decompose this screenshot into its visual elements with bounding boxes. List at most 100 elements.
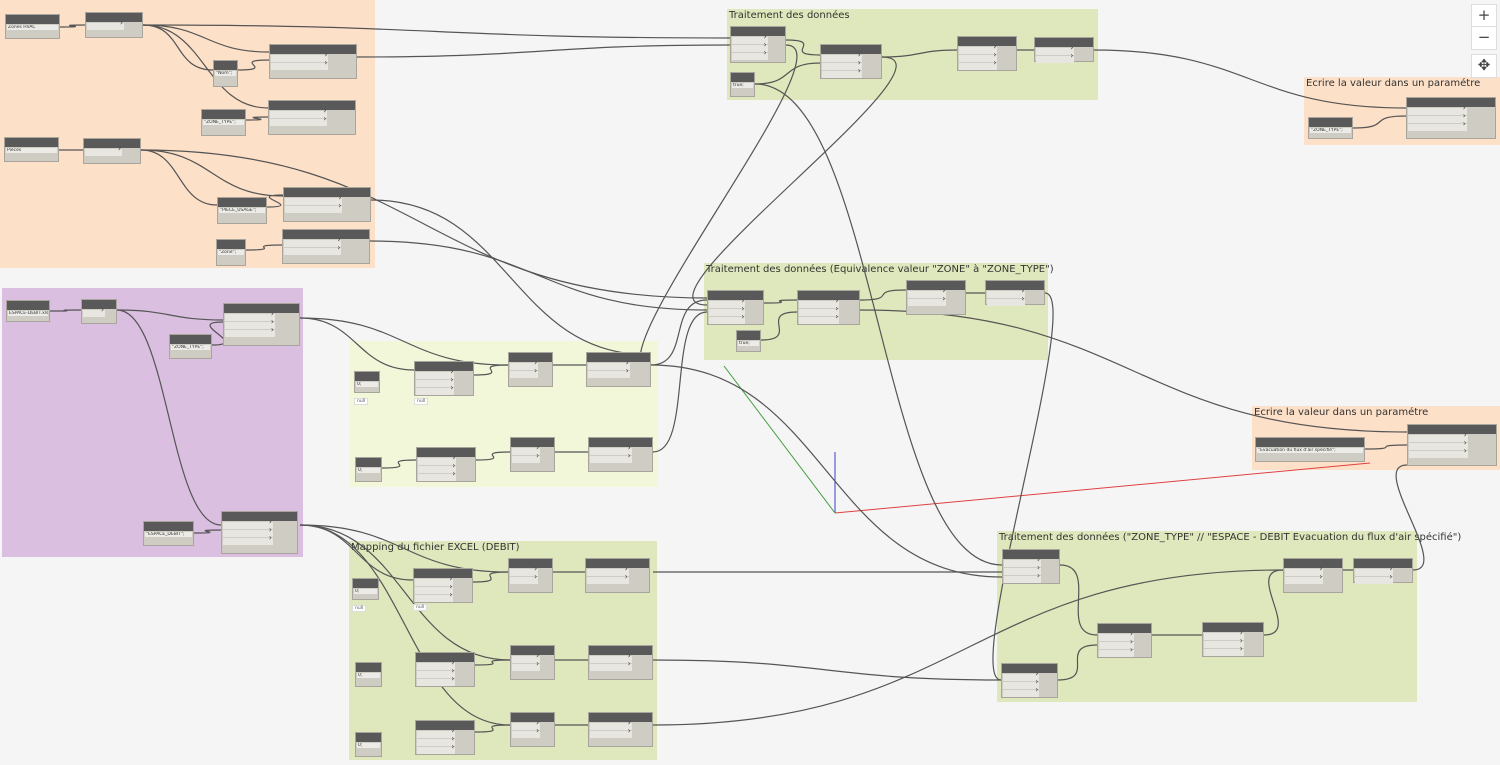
connector-wire[interactable] — [859, 309, 1408, 433]
node-header[interactable] — [218, 198, 266, 207]
input-port[interactable] — [510, 366, 539, 378]
function-node[interactable] — [414, 361, 474, 396]
node-header[interactable] — [1098, 624, 1151, 633]
node-header[interactable] — [214, 61, 237, 70]
node-value[interactable]: "ZONE_TYPE"; — [1310, 128, 1351, 133]
node-header[interactable] — [270, 45, 356, 54]
code-block-node[interactable]: Zones HVAC — [5, 14, 60, 39]
node-header[interactable] — [416, 653, 474, 662]
node-value[interactable]: ESPACE-DEBIT.xlsx — [8, 311, 48, 316]
connector-wire[interactable] — [652, 659, 1002, 681]
connector-wire[interactable] — [142, 24, 269, 109]
function-node[interactable] — [508, 558, 553, 593]
node-header[interactable] — [587, 353, 650, 362]
connector-wire[interactable] — [652, 311, 708, 453]
node-header[interactable] — [6, 15, 59, 24]
node-header[interactable] — [1203, 623, 1263, 632]
connector-wire[interactable] — [754, 83, 1003, 566]
function-node[interactable] — [416, 447, 476, 482]
connector-wire[interactable] — [763, 299, 798, 304]
connector-wire[interactable] — [299, 524, 509, 573]
input-port[interactable] — [588, 358, 630, 370]
input-port[interactable] — [1409, 438, 1468, 450]
node-header[interactable] — [170, 335, 211, 344]
input-port[interactable] — [959, 58, 998, 70]
node-header[interactable] — [356, 733, 381, 742]
node-value[interactable]: "ZONE_TYPE"; — [171, 345, 210, 350]
input-port[interactable] — [709, 296, 746, 308]
input-port[interactable] — [1409, 446, 1468, 458]
node-header[interactable] — [1035, 38, 1093, 47]
connector-wire[interactable] — [116, 309, 224, 321]
node-value[interactable]: 0; — [356, 382, 378, 387]
node-header[interactable] — [907, 281, 965, 290]
node-header[interactable] — [416, 721, 474, 730]
node-header[interactable] — [821, 45, 881, 54]
code-block-node[interactable]: "ZONE_TYPE"; — [169, 334, 212, 359]
connector-wire[interactable] — [785, 39, 821, 56]
input-port[interactable] — [732, 32, 768, 44]
connector-wire[interactable] — [381, 459, 417, 469]
node-header[interactable] — [1407, 98, 1495, 107]
function-node[interactable] — [81, 299, 117, 324]
input-port[interactable] — [1408, 103, 1467, 115]
node-header[interactable] — [798, 291, 859, 300]
node-header[interactable] — [1284, 559, 1342, 568]
node-header[interactable] — [1408, 425, 1496, 434]
function-node[interactable] — [1202, 622, 1264, 657]
input-port[interactable] — [418, 469, 457, 481]
node-header[interactable] — [986, 281, 1044, 290]
connector-wire[interactable] — [142, 24, 214, 71]
connector-wire[interactable] — [370, 199, 651, 356]
input-port[interactable] — [285, 201, 343, 213]
code-block-node[interactable]: "ZONE_TYPE"; — [1308, 117, 1353, 139]
input-port[interactable] — [1099, 637, 1135, 649]
node-header[interactable] — [731, 27, 785, 36]
input-port[interactable] — [417, 658, 456, 670]
connector-wire[interactable] — [1364, 444, 1408, 450]
node-value[interactable]: Pièces — [6, 148, 57, 153]
connector-wire[interactable] — [1263, 569, 1284, 636]
input-port[interactable] — [1004, 571, 1042, 583]
input-port[interactable] — [1204, 636, 1244, 648]
function-node[interactable] — [221, 511, 298, 554]
code-block-node[interactable]: 0; — [355, 662, 382, 687]
function-node[interactable] — [269, 44, 357, 79]
input-port[interactable] — [225, 309, 275, 321]
connector-wire[interactable] — [237, 59, 270, 71]
input-port[interactable] — [270, 106, 328, 118]
code-block-node[interactable]: "Evacuation du flux d'air spécifié"; — [1255, 437, 1365, 462]
input-port[interactable] — [1409, 430, 1468, 442]
input-port[interactable] — [1003, 669, 1040, 681]
function-node[interactable] — [268, 100, 356, 135]
function-node[interactable] — [83, 138, 141, 164]
function-node[interactable] — [588, 712, 653, 747]
function-node[interactable] — [282, 229, 370, 264]
connector-wire[interactable] — [140, 149, 218, 206]
node-header[interactable] — [224, 304, 299, 313]
input-port[interactable] — [512, 718, 541, 730]
function-node[interactable] — [1353, 558, 1413, 584]
input-port[interactable] — [587, 564, 629, 576]
input-port[interactable] — [590, 726, 632, 738]
connector-wire[interactable] — [369, 240, 708, 311]
input-port[interactable] — [987, 286, 1026, 298]
input-port[interactable] — [416, 375, 455, 387]
input-port[interactable] — [822, 50, 862, 62]
function-node[interactable] — [586, 352, 651, 387]
connector-wire[interactable] — [209, 321, 226, 346]
node-header[interactable] — [269, 101, 355, 110]
code-block-node[interactable]: 0; — [355, 732, 382, 757]
input-port[interactable] — [1285, 564, 1324, 576]
function-node[interactable] — [85, 12, 143, 38]
function-node[interactable] — [415, 652, 475, 687]
input-port[interactable] — [1204, 644, 1244, 656]
connector-wire[interactable] — [140, 149, 708, 299]
input-port[interactable] — [285, 193, 343, 205]
function-node[interactable] — [508, 352, 553, 387]
input-port[interactable] — [1099, 629, 1135, 641]
node-header[interactable] — [509, 353, 552, 362]
input-port[interactable] — [1004, 555, 1042, 567]
node-header[interactable] — [1003, 550, 1059, 559]
function-node[interactable] — [1407, 424, 1497, 466]
